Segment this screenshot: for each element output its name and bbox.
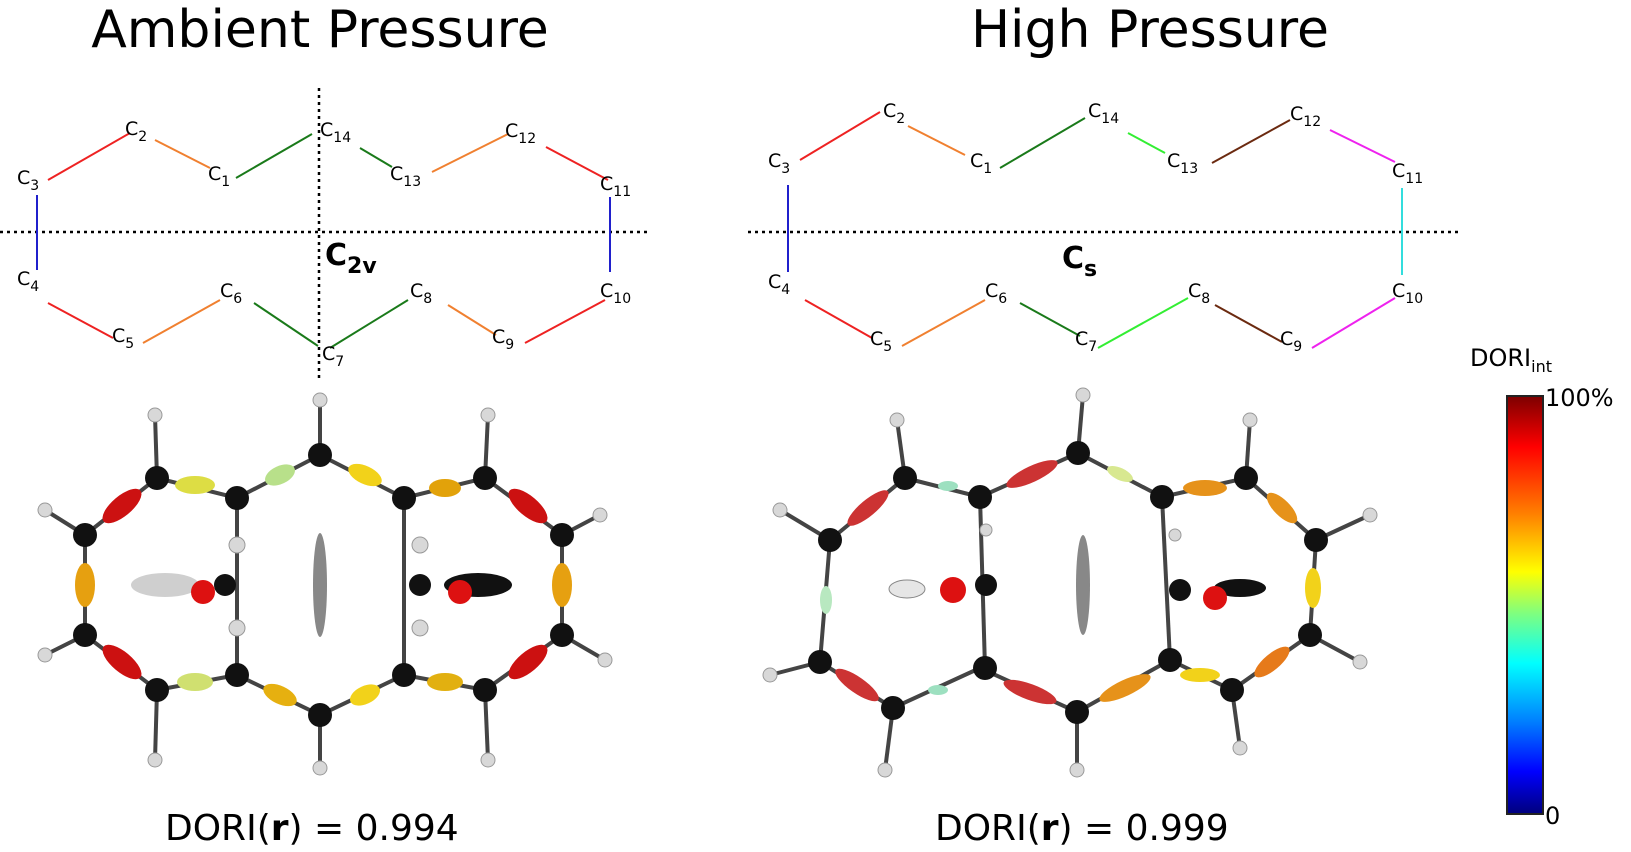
atom-label-c9: C9 (492, 326, 514, 353)
bond-c5-c6 (901, 299, 986, 347)
ambient-schematic: C3 C2 C1 C14 C13 C12 C11 C4 C5 C6 C7 C8 … (0, 88, 650, 378)
bond-c2-c1 (154, 139, 211, 169)
ambient-dori-value: DORI(r) = 0.994 (165, 808, 459, 849)
atom-label-c2: C2 (125, 118, 147, 145)
bond-c1-c14 (999, 117, 1086, 169)
atom-label-c13: C13 (1167, 150, 1198, 177)
atom-label-c11: C11 (1392, 160, 1423, 187)
atom-label-c5: C5 (870, 328, 892, 355)
bond-c3-c2 (799, 111, 881, 161)
colorbar-min-label: 0 (1545, 802, 1561, 830)
atom-label-c3: C3 (17, 167, 39, 194)
bond-c14-c13 (359, 147, 393, 168)
bond-c13-c12 (431, 133, 509, 173)
bond-c1-c14 (235, 133, 313, 179)
atom-label-c11: C11 (600, 173, 631, 200)
atom-label-c8: C8 (1188, 280, 1210, 307)
atom-label-c14: C14 (320, 119, 351, 146)
ambient-pressure-title: Ambient Pressure (91, 0, 549, 60)
atom-label-c6: C6 (220, 280, 242, 307)
bond-c4-c5 (804, 299, 873, 339)
bond-c4-c5 (47, 302, 114, 339)
bond-c2-c1 (907, 125, 966, 156)
high-pressure-schematic: C3 C2 C1 C14 C13 C12 C11 C4 C5 C6 C7 C8 … (748, 100, 1462, 355)
bond-c12-c11 (545, 146, 609, 181)
atom-label-c7: C7 (1075, 328, 1097, 355)
symmetry-label-cs: Cs (1062, 241, 1097, 282)
atom-label-c9: C9 (1280, 328, 1302, 355)
atom-label-c14: C14 (1088, 100, 1119, 127)
bond-c6-c7 (253, 302, 319, 347)
bond-c13-c12 (1211, 119, 1291, 164)
atom-label-c6: C6 (985, 280, 1007, 307)
bond-c7-c8 (329, 299, 409, 349)
bond-c9-c10 (524, 299, 606, 344)
colorbar-max-label: 100% (1545, 384, 1614, 412)
bond-c8-c9 (447, 304, 497, 336)
atom-label-c4: C4 (768, 271, 790, 298)
dori-colorbar (1506, 395, 1544, 815)
bond-c6-c7 (1019, 302, 1081, 337)
atom-label-c13: C13 (390, 163, 421, 190)
bond-c12-c11 (1329, 129, 1396, 163)
atom-label-c7: C7 (322, 343, 344, 370)
atom-label-c3: C3 (768, 150, 790, 177)
bond-c5-c6 (142, 299, 221, 344)
atom-label-c5: C5 (112, 325, 134, 352)
atom-label-c1: C1 (208, 163, 230, 190)
high-pressure-dori-value: DORI(r) = 0.999 (935, 808, 1229, 849)
atom-label-c1: C1 (970, 150, 992, 177)
bond-c8-c9 (1214, 304, 1283, 343)
atom-label-c4: C4 (17, 268, 39, 295)
symmetry-label-c2v: C2v (325, 238, 377, 279)
atom-label-c2: C2 (883, 100, 905, 127)
bond-c3-c2 (47, 132, 131, 181)
atom-label-c10: C10 (1392, 280, 1423, 307)
bond-c14-c13 (1127, 132, 1166, 154)
atom-label-c12: C12 (1290, 103, 1321, 130)
high-pressure-dori-molecule-render (762, 387, 1378, 778)
atom-label-c12: C12 (505, 120, 536, 147)
atom-label-c8: C8 (410, 280, 432, 307)
high-pressure-title: High Pressure (970, 0, 1330, 60)
bond-c9-c10 (1311, 297, 1396, 349)
colorbar-title: DORIint (1470, 344, 1552, 376)
ambient-dori-molecule-render (37, 392, 613, 776)
atom-label-c10: C10 (600, 280, 631, 307)
bond-c7-c8 (1097, 297, 1189, 349)
